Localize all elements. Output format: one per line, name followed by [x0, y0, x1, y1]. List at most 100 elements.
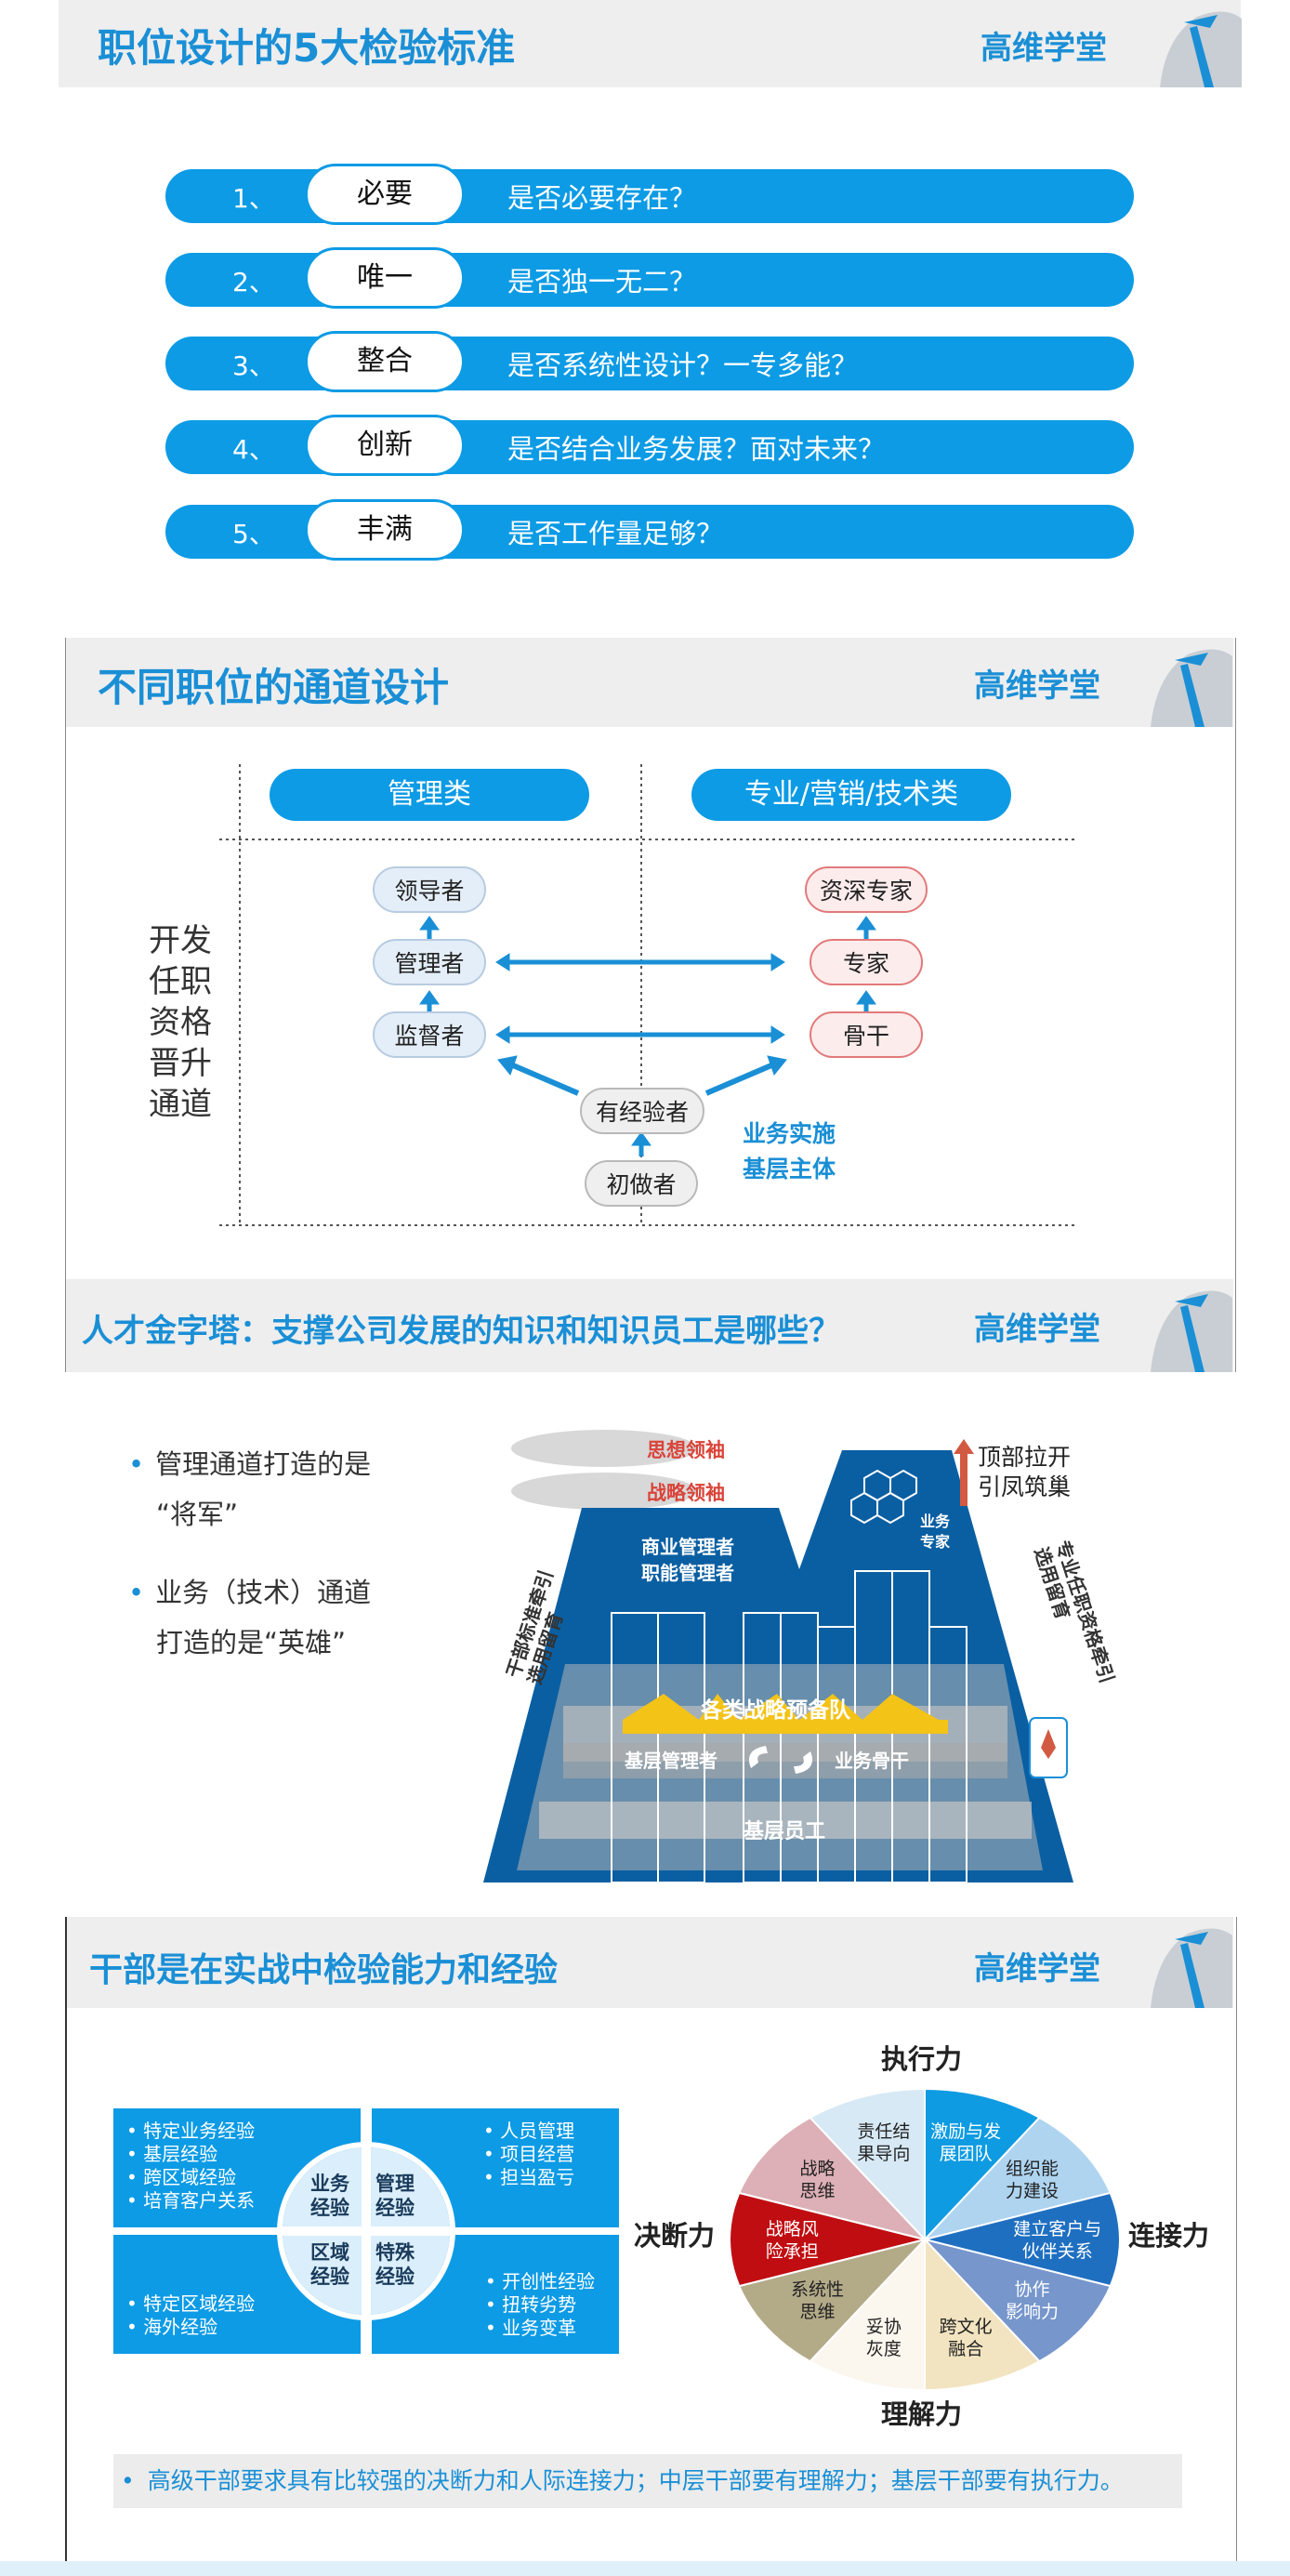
wheel-segment	[808, 2087, 926, 2242]
wheel-segment-label: 力建设	[1006, 2181, 1059, 2201]
capability-wheel: 责任结果导向激励与发展团队组织能力建设建立客户与伙伴关系协作影响力跨文化融合妥协…	[728, 2087, 1122, 2392]
quad-br-list: • 开创性经验 • 扭转劣势 • 业务变革	[485, 2270, 595, 2340]
wheel-segment	[921, 2116, 1112, 2241]
axis-execution: 执行力	[881, 2043, 963, 2075]
exp-item: • 扭转劣势	[485, 2293, 577, 2316]
section4-title: 干部是在实战中检验能力和经验	[89, 1951, 559, 1989]
wheel-segment-label: 跨文化	[940, 2317, 993, 2337]
criteria-question: 是否独一无二？	[507, 266, 697, 297]
quad-tr-list: • 人员管理 • 项目经营 • 担当盈亏	[483, 2120, 574, 2189]
section2-frame	[65, 638, 1236, 1279]
biz-mgr-label: 商业管理者 职能管理者	[641, 1536, 734, 1584]
exp-item: • 特定区域经验	[126, 2292, 256, 2315]
wheel-segment	[924, 2191, 1122, 2288]
node-beginner: 初做者	[585, 1160, 698, 1207]
wheel-segment-label: 激励与发	[930, 2121, 1001, 2142]
section4-header	[67, 1917, 1233, 2008]
exp-item: • 业务变革	[485, 2317, 577, 2339]
exp-item: • 培育客户关系	[126, 2189, 256, 2212]
exp-item: • 人员管理	[483, 2120, 575, 2142]
criteria-key: 必要	[305, 164, 465, 225]
wheel-segment	[924, 2087, 1042, 2242]
career-path-diagram	[219, 764, 1078, 1226]
quad-bl-list: • 特定区域经验 • 海外经验	[126, 2292, 255, 2339]
criteria-row: 5、 丰满 是否工作量足够？	[165, 499, 1134, 561]
criteria-question: 是否工作量足够？	[507, 518, 724, 549]
bullet-general: •管理通道打造的是 “将军”	[128, 1448, 372, 1530]
note-base-main: 基层主体	[743, 1156, 836, 1182]
section3-brand: 高维学堂	[974, 1311, 1100, 1348]
criteria-row: 1、 必要 是否必要存在？	[165, 164, 1134, 225]
node-backbone: 骨干	[810, 1011, 923, 1058]
wheel-segment-label: 妥协	[866, 2317, 902, 2337]
wheel-segment-label: 影响力	[1006, 2302, 1059, 2322]
exp-item: • 跨区域经验	[126, 2166, 237, 2188]
reserve-label: 各类战略预备队	[701, 1698, 850, 1723]
expert-label: 业务 专家	[920, 1513, 951, 1551]
section3-header	[66, 1279, 1233, 1372]
criteria-question: 是否系统性设计？一专多能？	[507, 350, 859, 381]
exp-item: • 担当盈亏	[483, 2166, 575, 2188]
wheel-segment-label: 险承担	[766, 2241, 819, 2262]
wheel-segment-label: 战略风	[766, 2219, 819, 2239]
wheel-segment-label: 灰度	[866, 2339, 902, 2359]
bottom-note: •高级干部要求具有比较强的决断力和人际连接力；中层干部要有理解力；基层干部要有执…	[113, 2454, 1182, 2508]
circle-biz-exp: 业务经验	[310, 2173, 349, 2219]
criteria-key: 唯一	[305, 247, 465, 309]
criteria-question: 是否结合业务发展？面对未来？	[507, 433, 886, 465]
criteria-key: 创新	[305, 415, 465, 476]
biz-backbone-label: 业务骨干	[835, 1750, 909, 1772]
wheel-segment	[808, 2237, 926, 2392]
base-manager-label: 基层管理者	[625, 1750, 717, 1772]
circle-mgmt-exp: 管理经验	[375, 2173, 415, 2219]
top-right-label: 顶部拉开 引凤筑巢	[978, 1444, 1072, 1500]
wheel-segment-label: 责任结	[857, 2121, 910, 2142]
mascot-icon	[1151, 1290, 1232, 1372]
section2-brand: 高维学堂	[974, 667, 1100, 705]
row-number: 3、	[232, 350, 275, 381]
wheel-segment-label: 果导向	[857, 2144, 910, 2164]
wheel-segment	[737, 2116, 928, 2241]
section2-header	[66, 638, 1233, 727]
axis-connection: 连接力	[1128, 2220, 1210, 2252]
section3-frame	[65, 1279, 1236, 1372]
section1-title: 职位设计的5大检验标准	[98, 25, 516, 71]
criteria-row: 4、 创新 是否结合业务发展？面对未来？	[165, 415, 1134, 476]
row-number: 4、	[232, 434, 275, 465]
quad-tl-list: • 特定业务经验 • 基层经验 • 跨区域经验 • 培育客户关系	[126, 2120, 255, 2213]
wheel-segment-label: 组织能	[1006, 2159, 1059, 2179]
criteria-key: 丰满	[305, 499, 465, 561]
exp-item: • 基层经验	[126, 2143, 218, 2165]
exp-item: • 特定业务经验	[126, 2120, 256, 2142]
node-leader: 领导者	[373, 866, 486, 913]
axis-decision: 决断力	[634, 2220, 716, 2252]
section4-frame	[65, 1917, 1237, 2576]
header-professional: 专业/营销/技术类	[691, 769, 1011, 821]
wheel-segment-label: 伙伴关系	[1022, 2241, 1093, 2262]
criteria-row: 2、 唯一 是否独一无二？	[165, 247, 1134, 309]
cloud-label-thought: 思想领袖	[647, 1439, 725, 1461]
node-senior-expert: 资深专家	[805, 866, 928, 913]
wheel-segment-label: 展团队	[940, 2144, 993, 2164]
criteria-question: 是否必要存在？	[507, 182, 697, 214]
mascot-icon	[1160, 11, 1242, 87]
section4-brand: 高维学堂	[974, 1950, 1100, 1988]
exp-item: • 开创性经验	[485, 2270, 596, 2292]
wheel-segment-label: 思维	[799, 2302, 835, 2322]
note-business-impl: 业务实施	[743, 1120, 836, 1147]
wheel-segment-label: 系统性	[791, 2279, 844, 2300]
circle-special-exp: 特殊经验	[375, 2241, 415, 2288]
cloud-label-strategy: 战略领袖	[647, 1482, 725, 1504]
wheel-segment	[924, 2237, 1042, 2392]
section1-header	[59, 0, 1241, 87]
criteria-row: 3、 整合 是否系统性设计？一专多能？	[165, 331, 1134, 392]
row-number: 5、	[232, 519, 275, 549]
criteria-key: 整合	[305, 331, 465, 392]
exp-item: • 海外经验	[126, 2316, 218, 2338]
node-experienced: 有经验者	[580, 1088, 704, 1134]
row-number: 2、	[232, 267, 275, 297]
base-staff-label: 基层员工	[744, 1820, 826, 1843]
talent-pyramid	[483, 1430, 1073, 1883]
row-number: 1、	[232, 183, 275, 214]
section1-brand: 高维学堂	[981, 30, 1107, 67]
